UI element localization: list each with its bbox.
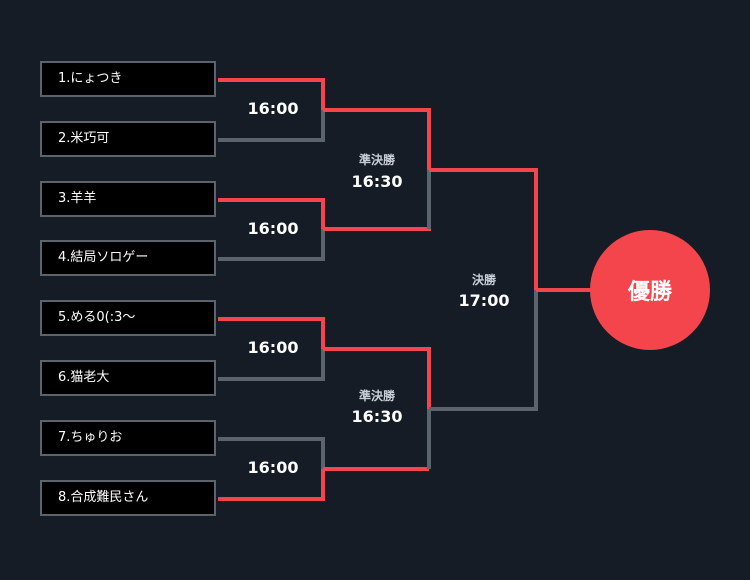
player-box-2: 2.米巧可 [40,121,216,157]
sf2-time: 16:30 [351,407,403,426]
final-label: 決勝 [471,273,496,287]
final-time: 17:00 [458,291,510,310]
qf1-bottom-line [218,110,325,142]
qf1-time: 16:00 [247,99,299,118]
qf4-time: 16:00 [247,458,299,477]
qf1-top-line [218,78,325,110]
qf3-bottom-line [218,349,325,381]
qf2-time: 16:00 [247,219,299,238]
qf2-bottom-line [218,229,325,261]
player-box-4: 4.結局ソロゲー [40,240,216,276]
sf1-top-line [323,108,431,170]
qf4-top-line [218,437,325,469]
player-box-8: 8.合成難民さん [40,480,216,516]
qf3-top-line [218,317,325,349]
player-box-5: 5.める0(:3〜 [40,300,216,336]
qf4-bottom-line [218,469,325,501]
player-box-1: 1.にょつき [40,61,216,97]
champion-circle: 優勝 [590,230,710,350]
player-box-6: 6.猫老大 [40,360,216,396]
final-bottom-line [429,290,538,411]
sf1-label: 準決勝 [358,153,395,167]
champion-label: 優勝 [627,280,672,305]
sf1-time: 16:30 [351,172,403,191]
final-top-line [429,168,538,290]
qf2-top-line [218,198,325,229]
player-box-3: 3.羊羊 [40,181,216,217]
qf3-time: 16:00 [247,338,299,357]
sf2-top-line [323,347,431,409]
sf2-label: 準決勝 [358,389,395,403]
player-box-7: 7.ちゅりお [40,420,216,456]
